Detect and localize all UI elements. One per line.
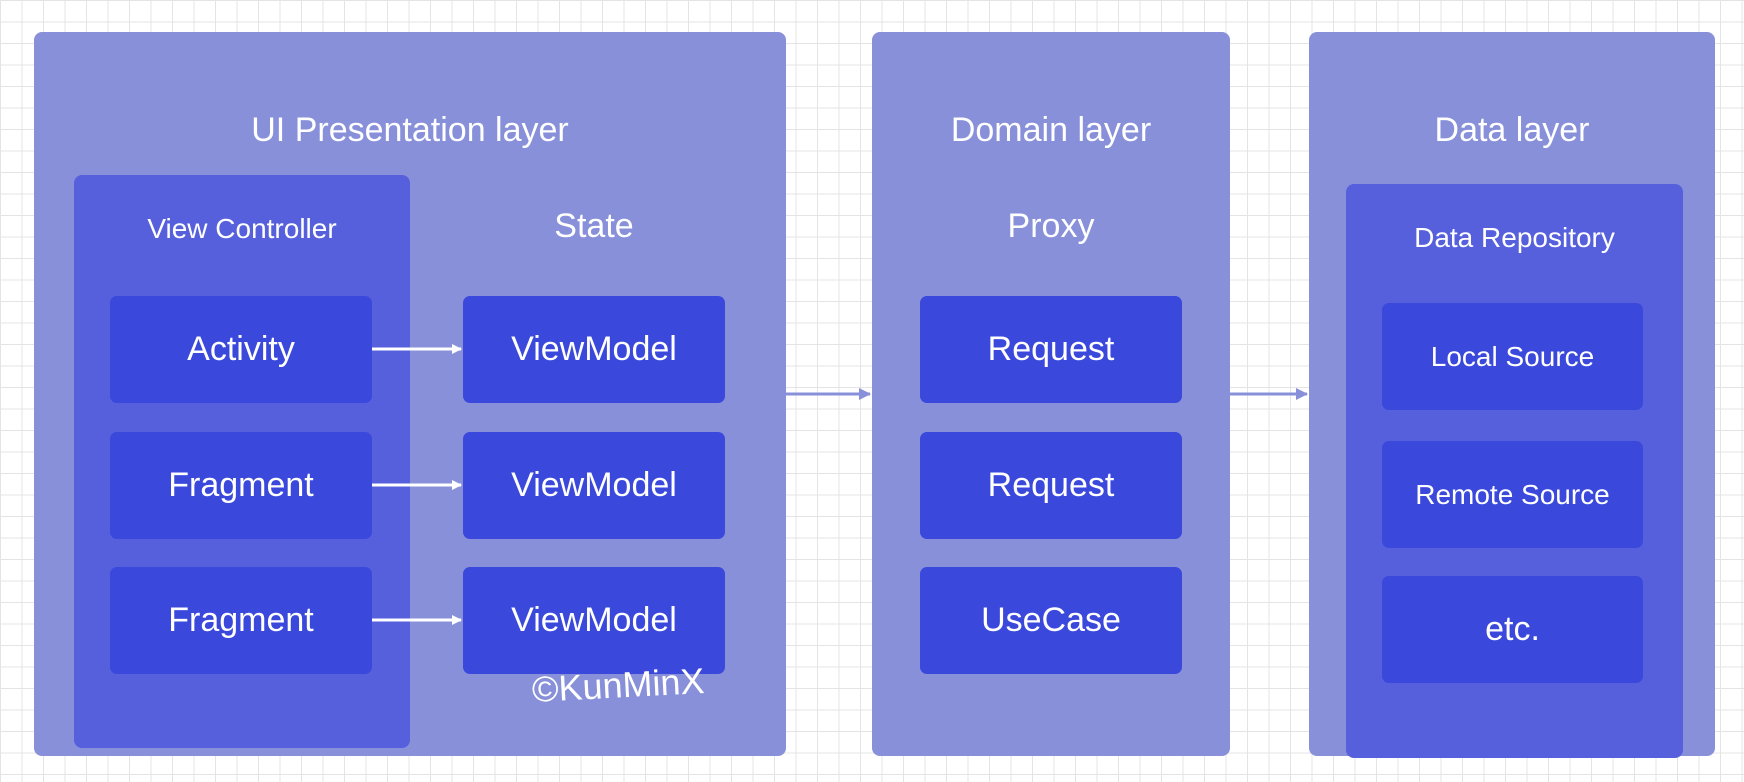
etc-box: etc. xyxy=(1382,576,1643,683)
domain-layer-title: Domain layer xyxy=(950,111,1152,149)
activity-box: Activity xyxy=(110,296,372,403)
viewmodel-box: ViewModel xyxy=(463,296,725,403)
fragment-box: Fragment xyxy=(110,432,372,539)
fragment-box: Fragment xyxy=(110,567,372,674)
viewmodel-box: ViewModel xyxy=(463,432,725,539)
data-layer-title: Data layer xyxy=(1434,111,1590,149)
local-source-box: Local Source xyxy=(1382,303,1643,410)
state-title: State xyxy=(554,207,634,245)
watermark: ©KunMinX xyxy=(530,659,706,710)
request-box: Request xyxy=(920,296,1182,403)
usecase-box: UseCase xyxy=(920,567,1182,674)
ui-presentation-layer-title: UI Presentation layer xyxy=(251,111,569,149)
viewmodel-box: ViewModel xyxy=(463,567,725,674)
request-box: Request xyxy=(920,432,1182,539)
data-repository-title: Data Repository xyxy=(1414,222,1615,253)
remote-source-box: Remote Source xyxy=(1382,441,1643,548)
view-controller-title: View Controller xyxy=(147,213,337,244)
proxy-title: Proxy xyxy=(1007,207,1095,245)
